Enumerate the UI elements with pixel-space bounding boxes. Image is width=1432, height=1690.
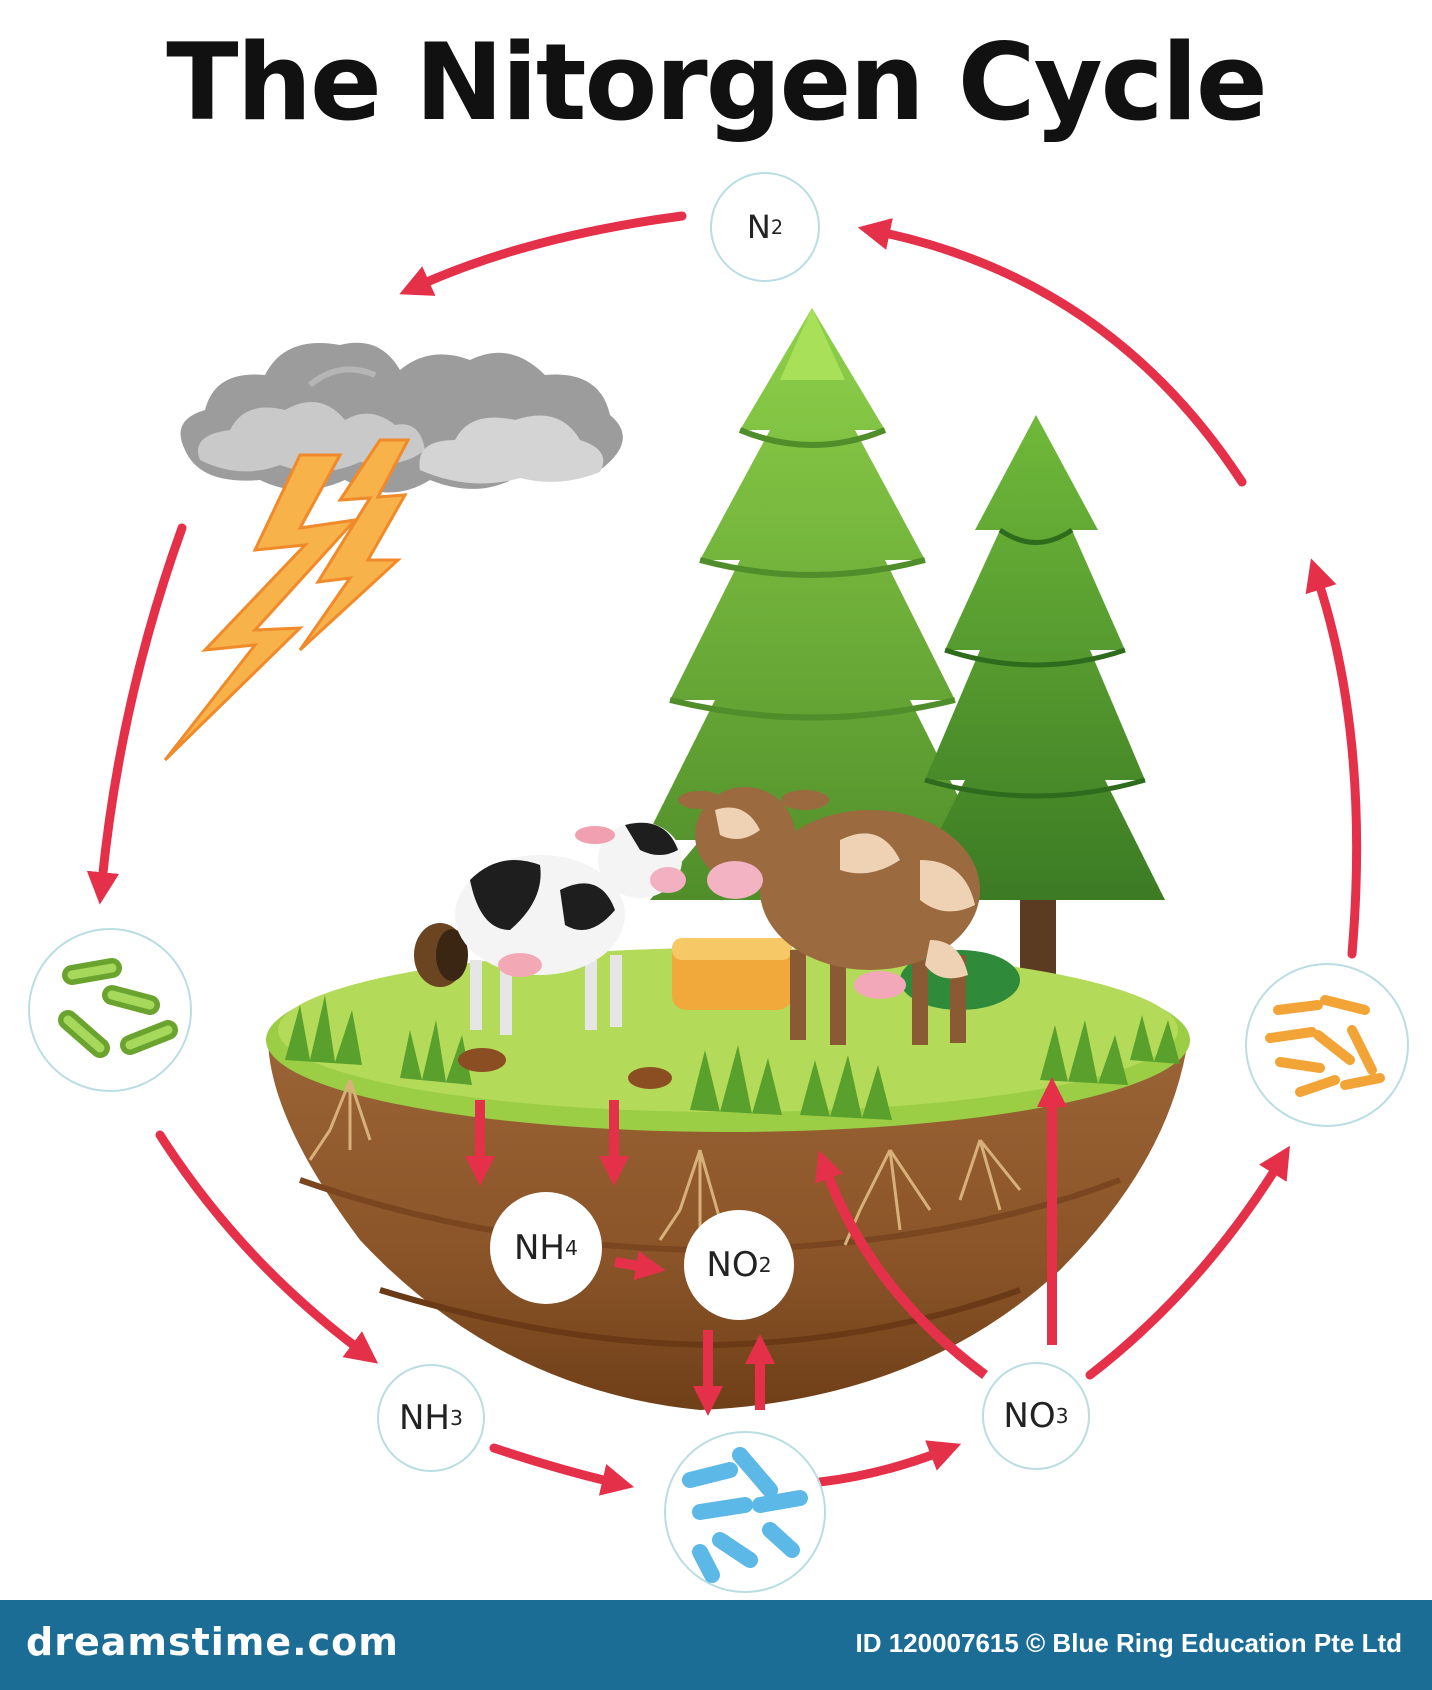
nitrogen-cycle-illustration bbox=[28, 211, 1409, 1593]
grass-tufts bbox=[285, 995, 1180, 1120]
footer-credit: ID 120007615 © Blue Ring Education Pte L… bbox=[855, 1628, 1402, 1658]
arrow-n2-to-lightning bbox=[399, 211, 687, 296]
arrow-to-n2 bbox=[857, 218, 1247, 487]
bucket bbox=[414, 923, 468, 987]
bacteria-bottom bbox=[664, 1431, 826, 1593]
bacteria-right bbox=[1245, 963, 1409, 1127]
arrow-bacteria-right-up bbox=[1305, 558, 1362, 959]
arrow-bacteria-left-to-nh3 bbox=[155, 1130, 379, 1364]
arrow-no3-to-bacteria-right bbox=[1085, 1145, 1291, 1380]
bacteria-left bbox=[28, 928, 192, 1092]
hay-bale bbox=[672, 938, 792, 1010]
storm-clouds bbox=[180, 342, 623, 493]
arrow-nh4-to-no2 bbox=[614, 1250, 666, 1281]
arrow-bacteria-bottom-to-no3 bbox=[815, 1440, 962, 1487]
footer-brand[interactable]: dreamstime.com bbox=[26, 1620, 399, 1664]
arrow-nh3-to-bacteria-bottom bbox=[489, 1443, 635, 1496]
lightning-bolt-large bbox=[163, 453, 359, 762]
lightning-bolts bbox=[163, 438, 411, 762]
cow-brown bbox=[678, 787, 980, 1045]
cow-black-white bbox=[455, 822, 686, 1035]
cycle-arrows bbox=[86, 211, 1362, 1496]
dung-pile-1 bbox=[458, 1048, 506, 1072]
soil-arrows bbox=[465, 1077, 1067, 1416]
footer-bar: dreamstime.com ID 120007615 © Blue Ring … bbox=[0, 1600, 1432, 1690]
arrow-lightning-to-bacteria-left bbox=[86, 523, 187, 905]
lightning-bolt-small bbox=[298, 438, 411, 652]
arrow-no3-to-roots bbox=[815, 1150, 988, 1380]
dung-pile-2 bbox=[628, 1067, 672, 1089]
diagram-title: The Nitorgen Cycle bbox=[166, 21, 1267, 144]
roots bbox=[308, 1079, 1022, 1246]
